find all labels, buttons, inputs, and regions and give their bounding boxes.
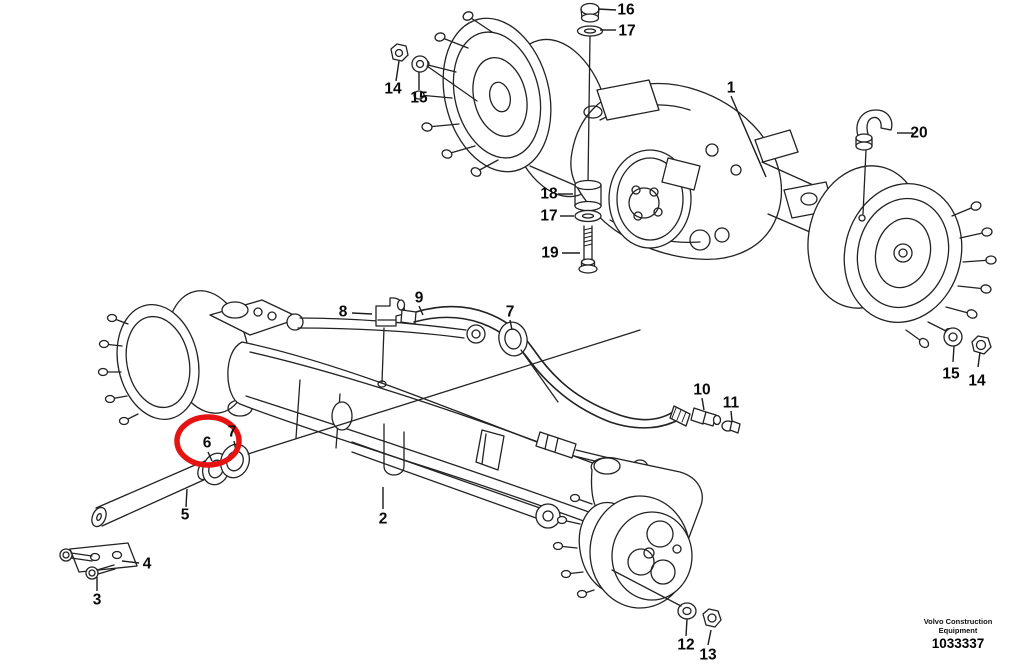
leader-line-11: [730, 410, 733, 422]
leader-line-14: [977, 351, 981, 368]
rear-brake-disc-drawing: [608, 149, 701, 249]
part-number: 1033337: [932, 636, 985, 651]
association-lines: [247, 329, 682, 607]
leader-line-6: [207, 451, 213, 462]
front-axle-assembly-drawing: [59, 290, 741, 628]
callout-19: 19: [541, 245, 559, 262]
leader-line-4: [121, 560, 140, 564]
callout-17: 17: [618, 23, 635, 40]
leader-line-5: [185, 488, 188, 508]
leader-line-8: [351, 312, 373, 315]
callout-14: 14: [968, 373, 986, 390]
brand-line2: Equipment: [939, 626, 978, 635]
callout-12: 12: [677, 637, 694, 654]
callout-10: 10: [693, 382, 710, 399]
highlight-ellipse: [174, 414, 242, 468]
callout-8: 8: [339, 304, 348, 321]
bolt-19-drawing: [578, 225, 598, 274]
callout-14: 14: [384, 81, 402, 98]
callout-2: 2: [379, 511, 388, 528]
leader-line-15: [952, 345, 955, 363]
washer-17-mid-drawing: [574, 209, 602, 223]
breather-20-drawing: [855, 109, 893, 222]
callout-16: 16: [617, 2, 635, 19]
front-right-knuckle-drawing: [552, 456, 703, 609]
rear-right-hub-drawing: [807, 165, 997, 349]
loose-parts-drawing: [247, 2, 992, 607]
callout-17: 17: [540, 208, 557, 225]
retainer-plate-4-drawing: [69, 542, 138, 573]
callout-11: 11: [723, 395, 740, 412]
callout-leader-lines: [96, 8, 981, 646]
callout-3: 3: [93, 592, 102, 609]
bolts-3-drawing: [59, 548, 116, 580]
breather-elbow-8-drawing: [375, 297, 406, 388]
leader-line-10: [701, 397, 705, 411]
pivot-pin-5-drawing: [91, 459, 213, 528]
fitting-10-drawing: [690, 407, 707, 425]
leader-line-1: [730, 95, 767, 178]
washer-15-nut-14-right-drawing: [943, 327, 992, 355]
callout-1: 1: [727, 80, 736, 97]
callout-7: 7: [228, 424, 237, 441]
callout-20: 20: [910, 125, 927, 142]
leader-line-16: [597, 8, 617, 11]
callout-5: 5: [181, 507, 190, 524]
leader-line-14: [395, 60, 400, 82]
callout-13: 13: [699, 647, 717, 664]
callout-18: 18: [540, 186, 558, 203]
callout-15: 15: [942, 366, 960, 383]
callout-9: 9: [415, 290, 424, 307]
brand-line1: Volvo Construction: [924, 617, 993, 626]
torque-rod-bracket-drawing: [596, 79, 660, 121]
leader-line-12: [685, 618, 688, 637]
footer-stamp: Volvo Construction Equipment 1033337: [924, 617, 993, 651]
sealing-ring-7-drawing: [498, 321, 528, 357]
rear-axle-assembly-drawing: [413, 11, 997, 349]
tie-rod-drawing: [351, 441, 561, 529]
callout-6: 6: [203, 435, 212, 452]
leader-line-9: [418, 305, 424, 316]
callout-15: 15: [410, 90, 428, 107]
nut-14-washer-15-top-drawing: [390, 43, 478, 102]
leader-line-7: [509, 319, 513, 331]
callout-4: 4: [143, 556, 152, 573]
kingpin-cap-drawing: [221, 301, 249, 319]
hose-9-drawing: [400, 305, 741, 434]
front-axle-beam-drawing: [227, 341, 645, 539]
brake-caliper-drawing: [661, 157, 701, 191]
rear-left-hub-drawing: [413, 11, 611, 198]
leader-line-13: [707, 629, 712, 646]
nut-13-drawing: [702, 608, 722, 628]
callout-7: 7: [506, 304, 515, 321]
capnut-16-washer-17-drawing: [576, 2, 604, 184]
